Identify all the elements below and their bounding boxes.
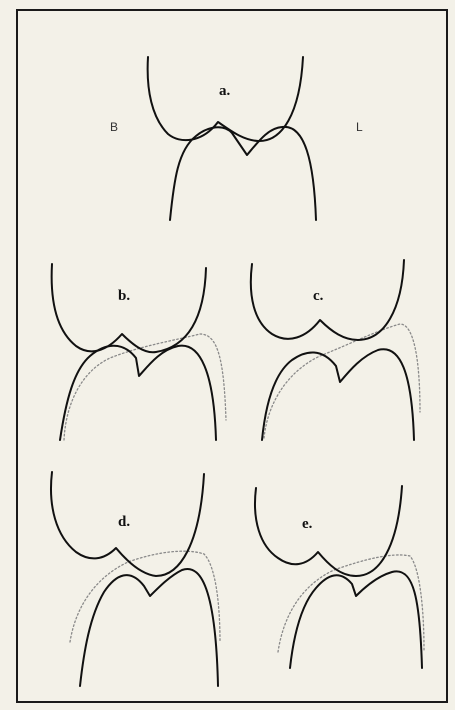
- panel-e-label: e.: [302, 516, 313, 532]
- panel-e-upper-tooth: [255, 486, 402, 576]
- panel-d: d.: [51, 472, 220, 686]
- panel-b-upper-tooth: [52, 264, 206, 352]
- lingual-side-label: L: [356, 120, 363, 134]
- panel-d-label: d.: [118, 514, 130, 530]
- panel-c: c.: [251, 260, 420, 440]
- panel-e-lower-tooth: [290, 571, 422, 668]
- panel-b-lower-tooth: [60, 346, 216, 440]
- panel-b-label: b.: [118, 288, 130, 304]
- panel-c-lower-tooth: [262, 349, 414, 440]
- panel-d-lower-tooth: [80, 569, 218, 686]
- panel-c-upper-tooth: [251, 260, 404, 340]
- panel-e-dotted-outline: [278, 555, 424, 652]
- panel-e: e.: [255, 486, 424, 668]
- buccal-side-label: B: [110, 120, 118, 134]
- panel-a-label: a.: [219, 83, 231, 99]
- panel-b: b.: [52, 264, 226, 440]
- panel-c-label: c.: [313, 288, 324, 304]
- panel-d-dotted-outline: [70, 551, 220, 642]
- panel-a-lower-tooth: [170, 127, 316, 220]
- panel-a: a.: [148, 57, 316, 220]
